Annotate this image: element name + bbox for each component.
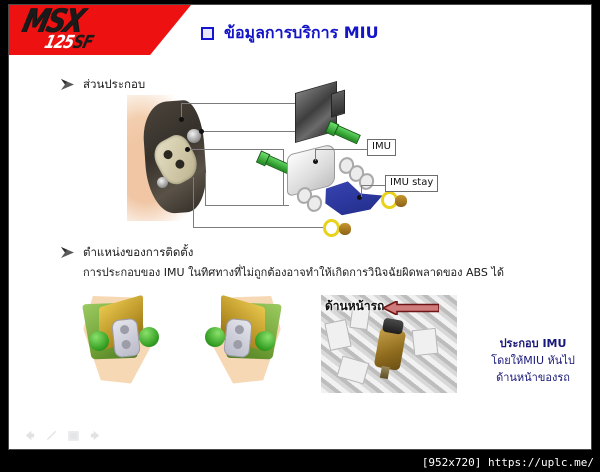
leader-dot xyxy=(199,129,204,134)
leader-dot xyxy=(179,117,184,122)
leader-line xyxy=(361,185,401,186)
leader-dot xyxy=(185,147,190,152)
orientation-view-left xyxy=(69,287,177,391)
section-1-heading-text: ส่วนประกอบ xyxy=(83,77,146,91)
imu-sensor-installed xyxy=(373,327,407,371)
green-knob xyxy=(139,327,159,347)
plate-hole xyxy=(161,148,175,161)
leader-line xyxy=(193,227,325,228)
slide-canvas: MSX 125SF ข้อมูลการบริการ MIU ส่วนประกอบ xyxy=(8,4,592,450)
leader-line xyxy=(315,149,367,150)
leader-dot xyxy=(357,195,362,200)
note-line-2: โดยให้MIU หันไป xyxy=(491,354,575,367)
pen-icon[interactable] xyxy=(45,429,58,442)
collar-part xyxy=(339,223,351,235)
note-line-3: ด้านหน้าของรถ xyxy=(496,371,570,384)
callout-imu-stay: IMU stay xyxy=(385,175,439,192)
installation-photo: ด้านหน้ารถ xyxy=(321,295,457,393)
bracket-hole xyxy=(121,339,132,350)
bracket-hole xyxy=(234,324,245,335)
leader-line xyxy=(205,173,206,205)
leader-dot xyxy=(313,159,318,164)
leader-line xyxy=(205,205,289,206)
logo-sf: SF xyxy=(70,31,96,53)
leader-line xyxy=(193,177,194,227)
leader-line xyxy=(181,103,311,104)
left-arrow-icon xyxy=(383,301,439,315)
green-knob xyxy=(89,331,109,351)
leader-line xyxy=(187,149,283,150)
callout-imu: IMU xyxy=(367,139,396,156)
back-arrow-icon[interactable] xyxy=(23,429,36,442)
bushing xyxy=(157,177,168,188)
brand-logo: MSX 125SF xyxy=(9,5,191,55)
arrow-bullet-icon xyxy=(61,79,74,90)
exploded-diagram: IMU IMU stay xyxy=(127,80,467,242)
next-arrow-icon[interactable] xyxy=(89,429,102,442)
gray-bracket xyxy=(223,317,253,359)
photo-part xyxy=(336,355,370,385)
logo-sub-text: 125SF xyxy=(42,31,95,53)
arrow-bullet-icon xyxy=(61,247,74,258)
slide-header: MSX 125SF ข้อมูลการบริการ MIU xyxy=(9,5,591,61)
installation-note: ประกอบ IMU โดยให้MIU หันไป ด้านหน้าของรถ xyxy=(463,335,591,386)
front-direction-label: ด้านหน้ารถ xyxy=(325,299,385,313)
section-2-description: การประกอบของ IMU ในทิศทางที่ไม่ถูกต้องอา… xyxy=(83,266,505,279)
bushing xyxy=(187,129,201,143)
section-2-heading: ตำแหน่งของการติดตั้ง xyxy=(61,245,193,260)
note-line-1: ประกอบ IMU xyxy=(499,337,567,350)
green-knob xyxy=(205,327,225,347)
footer-bar: [952x720] https://uplc.me/ xyxy=(0,450,600,472)
leader-line xyxy=(283,149,284,205)
green-knob xyxy=(255,331,275,351)
menu-icon[interactable] xyxy=(67,429,80,442)
section-1-heading: ส่วนประกอบ xyxy=(61,77,145,92)
gray-bracket xyxy=(111,317,141,359)
plate-hole xyxy=(173,158,186,171)
leader-line xyxy=(361,185,362,197)
orientation-view-right xyxy=(187,287,295,391)
leader-line xyxy=(315,149,316,161)
collar-part xyxy=(323,219,340,237)
bracket-hole xyxy=(232,339,243,350)
hand-photo xyxy=(127,95,211,221)
section-2-heading-text: ตำแหน่งของการติดตั้ง xyxy=(83,245,194,259)
bolt-part xyxy=(331,123,361,145)
leader-line xyxy=(181,103,182,119)
photo-part xyxy=(411,327,439,357)
page-title-text: ข้อมูลการบริการ MIU xyxy=(224,23,379,42)
collar-part xyxy=(395,195,407,207)
watermark-text: [952x720] https://uplc.me/ xyxy=(421,456,594,469)
photo-part xyxy=(324,319,352,351)
leader-line xyxy=(201,131,309,132)
page-title: ข้อมูลการบริการ MIU xyxy=(201,21,379,46)
bracket-hole xyxy=(119,324,130,335)
square-bullet-icon xyxy=(201,27,214,40)
presentation-toolbar[interactable] xyxy=(23,429,102,442)
